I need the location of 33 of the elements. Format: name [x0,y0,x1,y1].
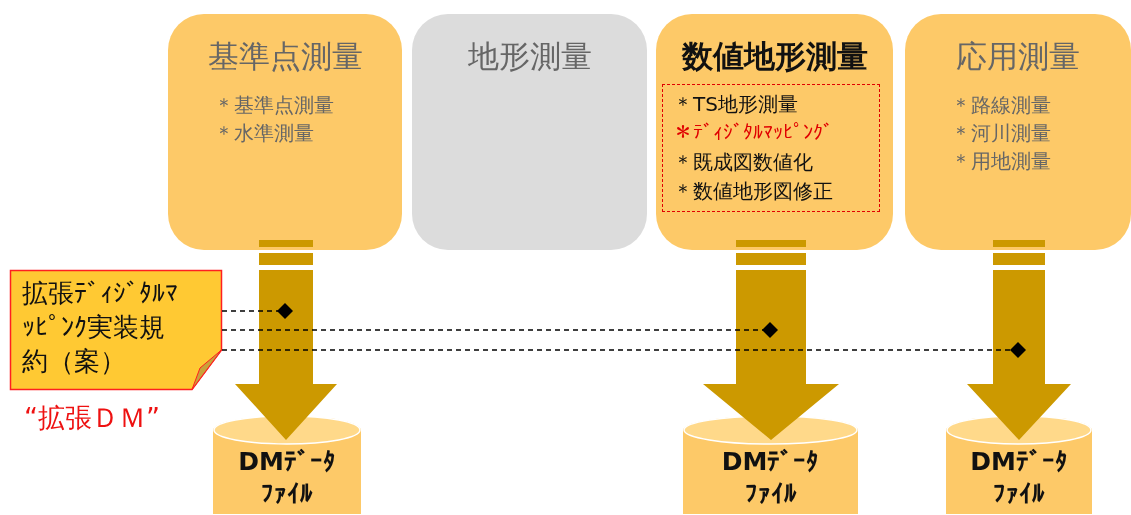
block-arrow [235,240,337,440]
list-item: ＊基準点測量 [214,92,334,119]
block-arrow [703,240,839,440]
sticky-note [10,270,222,390]
data-file-cylinder [683,414,858,514]
survey-category-box [168,14,402,250]
category-heading: 地形測量 [467,37,592,76]
list-item: ＊TS地形測量 [673,91,798,118]
list-item: ＊河川測量 [951,120,1051,147]
leader-line [221,303,293,319]
leader-line [221,322,778,338]
survey-category-box [412,14,647,250]
data-file-cylinder [213,414,361,514]
item-list-box [662,84,880,212]
cylinder-label: DMﾃﾞｰﾀﾌｧｲﾙ [969,446,1069,510]
leader-line [221,342,1026,358]
category-heading: 基準点測量 [207,37,363,76]
note-caption: “拡張ＤＭ” [24,401,160,435]
category-heading: 応用測量 [956,37,1080,76]
cylinder-label: DMﾃﾞｰﾀﾌｧｲﾙ [237,446,337,510]
list-item: ＊既成図数値化 [673,149,813,176]
survey-category-box [656,14,893,250]
list-item: ＊用地測量 [951,148,1051,175]
survey-category-box [905,14,1131,250]
list-item: ＊ﾃﾞｨｼﾞﾀﾙﾏｯﾋﾟﾝｸﾞ [673,120,833,144]
category-heading: 数値地形測量 [681,37,868,76]
list-item: ＊数値地形図修正 [673,178,833,205]
list-item: ＊水準測量 [214,120,314,147]
cylinder-label: DMﾃﾞｰﾀﾌｧｲﾙ [720,446,821,510]
block-arrow [967,240,1071,440]
list-item: ＊路線測量 [951,92,1051,119]
note-text: 拡張ﾃﾞｨｼﾞﾀﾙﾏｯﾋﾟﾝｸ実装規約（案） [22,277,179,378]
data-file-cylinder [946,414,1092,514]
